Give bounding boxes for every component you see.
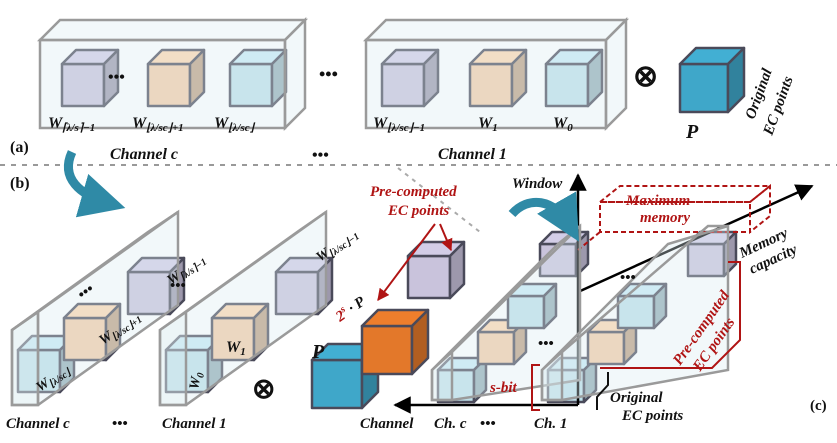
dots-a-bottom: ••• <box>312 147 329 164</box>
original-brace <box>596 372 609 410</box>
channel-1-container-a <box>362 16 630 132</box>
channel-c-container-b <box>10 209 180 407</box>
ch-1-column <box>540 224 730 402</box>
cube-a-c-orange <box>146 48 206 108</box>
svg-text:W1: W1 <box>226 339 246 358</box>
w-13-sub-b: 0 <box>195 372 207 379</box>
sbit-label: s-bit <box>489 380 518 396</box>
sbit-brace <box>531 364 540 411</box>
ch-1-label: Ch. 1 <box>534 416 567 432</box>
panel-a <box>36 16 630 132</box>
w-13-sub-a: 0 <box>567 122 573 134</box>
svg-text:W0: W0 <box>187 371 207 391</box>
channel-1-label-b: Channel 1 <box>162 416 227 432</box>
cube-c-1-blue <box>546 356 598 404</box>
max-memory-box <box>577 183 773 251</box>
w-12-sub-b: 1 <box>240 346 246 358</box>
tag-b: (b) <box>10 175 30 192</box>
twos-sup: s <box>337 304 347 316</box>
orig-line2-c: EC points <box>621 408 683 424</box>
p-label-a: P <box>685 121 699 143</box>
channel-c-label-b: Channel c <box>6 416 70 432</box>
svg-text:W⌈λ/s⌉−1: W⌈λ/s⌉−1 <box>48 115 95 134</box>
teal-arrow-b-to-c <box>508 191 579 242</box>
dots-b-mid: ••• <box>170 278 186 294</box>
dots-b-bottom: ••• <box>112 416 128 432</box>
cube-c-c-blue2 <box>506 282 558 330</box>
svg-text:W⌊λ/sc⌋: W⌊λ/sc⌋ <box>214 115 256 134</box>
dots-c-bottom: ••• <box>480 416 496 432</box>
channel-1-container-b <box>158 209 328 407</box>
w-c2-sub-a: ⌊λ/sc⌋+1 <box>146 122 183 134</box>
w-12-sub-a: 1 <box>492 122 498 134</box>
w-11-a: W <box>373 115 389 132</box>
cube-a-c-purple <box>60 48 120 108</box>
guide-dash <box>397 167 481 233</box>
svg-text:W1: W1 <box>478 115 498 134</box>
panel-c <box>393 173 814 414</box>
orig-line1-c: Original <box>610 390 663 406</box>
cube-b-2sp <box>360 308 430 376</box>
w-12-b: W <box>226 339 242 356</box>
cube-c-c-blue <box>436 356 488 404</box>
channel-axis-label: Channel <box>360 416 414 432</box>
channel-c-container-a <box>36 16 309 132</box>
svg-text:W⌊λ/sc⌋−1: W⌊λ/sc⌋−1 <box>373 115 425 134</box>
cube-b-1-purple <box>274 256 334 316</box>
svg-text:2s · P: 2s · P <box>331 292 369 326</box>
precomp-line1-b: Pre-computed <box>370 184 457 200</box>
window-axis-label: Window <box>512 176 563 192</box>
max-memory-line1: Maximum <box>625 193 690 209</box>
p-label-b: P <box>311 341 325 363</box>
precomp-line2-b: EC points <box>387 203 449 219</box>
precomputed-brace <box>600 261 741 369</box>
w-12-a: W <box>478 115 494 132</box>
otimes-b: ⊗ <box>252 374 275 405</box>
memory-axis-arrow <box>577 184 814 294</box>
precomputed-pointer-1 <box>377 223 436 301</box>
channel-1-label-a: Channel 1 <box>438 146 507 163</box>
w-13-b: W <box>187 374 204 390</box>
cube-b-purple-top <box>406 240 466 300</box>
precomputed-pointer-2 <box>439 223 453 252</box>
w-11-sub-a: ⌊λ/sc⌋−1 <box>387 122 425 134</box>
w-11-sub-b: ⌊λ/sc⌋−1 <box>327 231 362 260</box>
cube-a-p <box>678 46 746 114</box>
otimes-a: ⊗ <box>633 60 658 93</box>
twos-rest: · P <box>342 293 369 318</box>
cube-b-c-orange <box>62 302 122 362</box>
w-labels-a: W⌈λ/s⌉−1 W⌊λ/sc⌋+1 W⌊λ/sc⌋ W⌊λ/sc⌋−1 W1 … <box>48 115 573 134</box>
max-memory-line2: memory <box>640 210 690 226</box>
w-13-a: W <box>553 115 569 132</box>
cube-layer <box>16 46 746 410</box>
w-c3-sub-a: ⌊λ/sc⌋ <box>228 122 255 134</box>
teal-arrow-a-to-b <box>63 150 126 218</box>
tag-c: (c) <box>810 398 827 414</box>
ch-c-label: Ch. c <box>434 416 467 432</box>
ch-c-column <box>430 223 582 402</box>
w-c2-a: W <box>132 115 148 132</box>
cube-a-1-blue <box>544 48 604 108</box>
dots-a-top: ••• <box>319 64 338 84</box>
w-c1-a: W <box>48 115 64 132</box>
dots-a-inner: ••• <box>108 69 125 86</box>
cube-a-1-purple <box>380 48 440 108</box>
cube-b-1-orange <box>210 302 270 362</box>
panel-b <box>10 209 328 407</box>
channel-c-label-a: Channel c <box>110 146 178 163</box>
dots-c-low: ••• <box>538 336 554 352</box>
w-c1-sub-a: ⌈λ/s⌉−1 <box>62 122 95 134</box>
svg-text:W0: W0 <box>553 115 573 134</box>
dots-c-mid: ••• <box>620 270 636 286</box>
cube-a-1-orange <box>468 48 528 108</box>
dots-b-inner: ••• <box>75 281 97 303</box>
w-c3-a: W <box>214 115 230 132</box>
tag-a: (a) <box>10 139 29 156</box>
svg-text:W⌊λ/sc⌋+1: W⌊λ/sc⌋+1 <box>132 115 184 134</box>
